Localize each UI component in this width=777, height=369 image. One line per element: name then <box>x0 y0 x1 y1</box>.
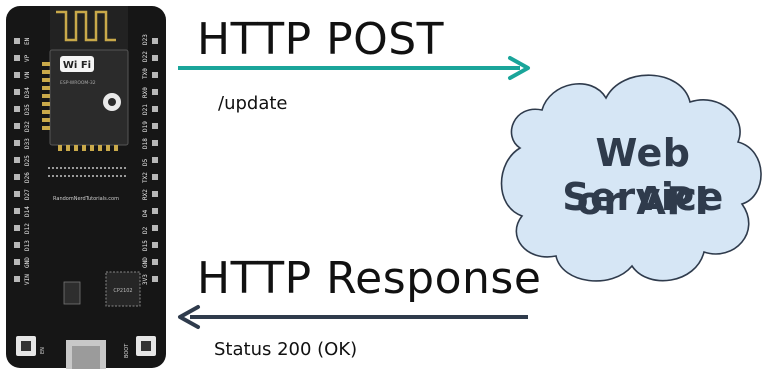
left-pin-label: VIN <box>24 274 31 285</box>
right-pin-label: GND <box>142 257 149 268</box>
module-label: ESP-WROOM-32 <box>60 80 96 86</box>
en-button-label: EN <box>40 347 46 354</box>
usb-uart-chip <box>105 271 141 307</box>
right-pin-label: RX2 <box>142 189 149 200</box>
right-pin-label: D23 <box>142 34 149 45</box>
left-pin-label: VN <box>24 71 31 79</box>
left-pin-label: D32 <box>24 121 31 132</box>
right-pin-label: D22 <box>142 51 149 62</box>
left-pin-label: GND <box>24 257 31 268</box>
right-pin-label: D18 <box>142 138 149 149</box>
right-pin-label: TX2 <box>142 172 149 183</box>
left-pin-label: D25 <box>24 155 31 166</box>
request-path-label: /update <box>218 93 288 114</box>
right-pin-label: RX0 <box>142 87 149 98</box>
right-pin-label: D5 <box>142 158 149 166</box>
response-arrow <box>178 305 528 329</box>
board-silkscreen: RandomNerdTutorials.com <box>53 196 119 202</box>
response-status-label: Status 200 (OK) <box>214 339 358 360</box>
cloud-title-line1: Web Service <box>562 131 724 219</box>
left-pin-label: D33 <box>24 138 31 149</box>
left-pin-label: D35 <box>24 104 31 115</box>
left-pin-label: D26 <box>24 172 31 183</box>
wifi-badge: Wi Fi <box>63 60 91 71</box>
left-pin-label: D12 <box>24 223 31 234</box>
right-pin-label: D15 <box>142 240 149 251</box>
cloud-shape <box>500 74 762 282</box>
esp32-board: Wi Fi ESP-WROOM-32 EN <box>6 6 166 369</box>
request-arrow <box>178 56 530 80</box>
cloud-title-line2: or API <box>576 179 710 223</box>
left-pin-label: D14 <box>24 206 31 217</box>
chip-label: CP2102 <box>113 288 132 294</box>
right-pin-label: D21 <box>142 104 149 115</box>
wifi-logo <box>60 56 94 72</box>
left-pin-label: D34 <box>24 87 31 98</box>
left-pin-label: D13 <box>24 240 31 251</box>
boot-button-label: BOOT <box>124 343 130 358</box>
response-title-label: HTTP Response <box>197 253 542 304</box>
right-pin-label: TX0 <box>142 68 149 79</box>
right-pin-label: 3V3 <box>142 274 149 285</box>
left-pin-label: D27 <box>24 189 31 200</box>
right-pin-label: D4 <box>142 209 149 217</box>
right-pin-label: D19 <box>142 121 149 132</box>
left-pin-label: EN <box>24 37 31 45</box>
right-pin-label: D2 <box>142 226 149 234</box>
request-method-label: HTTP POST <box>197 14 445 65</box>
left-pin-label: VP <box>24 54 31 62</box>
